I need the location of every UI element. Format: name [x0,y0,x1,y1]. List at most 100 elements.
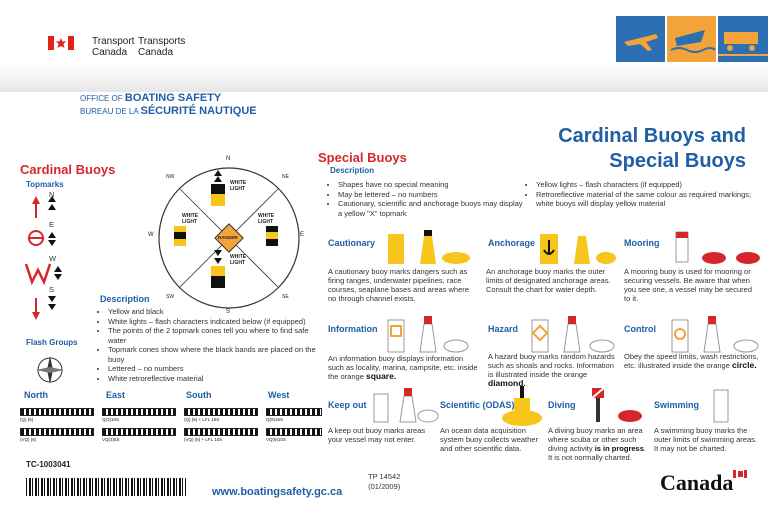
flash-code-east-1: Q(3)10S [102,417,120,422]
wordmark-flag-icon [733,470,747,478]
list-item: White lights – flash characters indicate… [108,317,328,327]
hazard-text: A hazard buoy marks random hazards such … [488,352,615,388]
compass-nw: NW [166,174,175,180]
cardinal-compass-diagram: N S E W NE NW SE SW WHITE LIGHT WHITE LI… [146,156,312,316]
marine-tile-icon [667,16,716,62]
flash-groups: North East South West (Q) (6) Q(3)10S (Q… [20,390,322,450]
control-head: Control [624,324,656,334]
barcode [26,478,186,496]
compass-sw: SW [166,294,175,300]
special-description-right: Yellow lights – flash characters (if equ… [528,180,756,209]
topmark-letter-s: S [49,285,55,294]
hazard-head: Hazard [488,324,519,334]
mooring-head: Mooring [624,238,660,248]
flash-code-north-2: (VQ) (6) [20,437,37,442]
direction-north: North [24,390,48,400]
special-description-left: Shapes have no special meaning May be le… [330,180,528,218]
compass-ne: NE [282,174,289,180]
swimming-text: A swimming buoy marks the outer limits o… [654,426,757,453]
keepout-text: A keep out buoy marks areas your vessel … [328,426,426,444]
list-item: Lettered – no numbers [108,364,328,374]
canada-flag-icon [48,36,74,50]
scientific-text: An ocean data acquisition system buoy co… [440,426,538,453]
direction-east: East [106,390,126,400]
danger-label: DANGER [218,235,238,240]
list-item: Yellow lights – flash characters (if equ… [536,180,756,190]
header-band [0,64,768,92]
information-buoys [387,316,469,353]
keepout-buoys [373,388,439,423]
direction-west: West [268,390,290,400]
flash-code-west-1: Q(9)15S [266,417,284,422]
anchorage-head: Anchorage [488,238,536,248]
control-text: Obey the speed limits, wash restrictions… [624,352,759,370]
compass-rose-icon [30,350,70,390]
list-item: Topmark cones show where the black bands… [108,345,328,364]
direction-south: South [186,390,212,400]
list-item: White retroreflective material [108,374,328,384]
light-strip-west [266,408,322,416]
flash-code-west-2: VQ(9)10S [266,437,287,442]
cardinal-description-head: Description [100,294,150,304]
diving-text: A diving buoy marks an area where scuba … [548,426,646,462]
list-item: Retroreflective material of the same col… [536,190,756,209]
tc-number: TC-1003041 [26,460,71,469]
special-title: Special Buoys [318,150,407,165]
topmark-letter-e: E [49,220,55,229]
control-buoys [671,316,759,353]
white-light-label-s: WHITE LIGHT [230,254,247,266]
office-name: OFFICE OF BOATING SAFETY BUREAU DE LA SÉ… [80,92,257,117]
light-strip-west-alt [266,428,322,436]
cardinal-description-list: Yellow and black White lights – flash ch… [100,307,328,383]
flash-code-east-2: VQ(3)5S [102,437,120,442]
swimming-head: Swimming [654,400,700,410]
information-head: Information [328,324,378,334]
mooring-text: A mooring buoy is used for mooring or se… [624,267,752,303]
list-item: Cautionary, scientific and anchorage buo… [338,199,528,218]
compass-s: S [226,309,231,315]
compass-e: E [300,232,305,238]
odas-buoy [502,386,542,426]
cautionary-buoys [388,230,470,264]
diving-head: Diving [548,400,576,410]
rail-tile-icon [718,16,768,62]
scientific-head: Scientific (ODAS) [440,400,515,410]
diving-buoys [591,387,642,422]
keepout-head: Keep out [328,400,367,410]
white-light-label-e: WHITE LIGHT [258,213,275,225]
compass-circle [158,167,300,309]
compass-se: SE [282,294,289,300]
light-strip-south-alt [184,428,258,436]
anchorage-buoys [540,234,616,264]
topmark-letter-n: N [49,190,55,199]
mooring-buoys [675,231,760,264]
special-description-head: Description [330,166,375,175]
flash-code-south-1: (Q) (6) + LFL 15S [184,417,220,422]
compass-n: N [226,156,231,162]
list-item: Yellow and black [108,307,328,317]
cautionary-head: Cautionary [328,238,376,248]
cardinal-title: Cardinal Buoys [20,162,116,177]
list-item: May be lettered – no numbers [338,190,528,200]
south-buoy [211,250,225,288]
topmark-symbols [24,196,62,320]
website-link[interactable]: www.boatingsafety.gc.ca [212,486,343,498]
canada-wordmark: Canada [660,470,734,495]
compass-w: W [148,232,154,238]
topmark-letter-w: W [49,254,57,263]
tp-number: TP 14542(01/2009) [368,472,401,491]
information-text: An information buoy displays information… [328,354,478,381]
east-buoy [266,226,278,246]
swimming-buoy [713,389,729,423]
white-light-label-n: WHITE LIGHT [230,180,247,192]
west-buoy [174,226,186,246]
topmarks-label: Topmarks [26,180,64,189]
north-buoy [211,170,225,206]
list-item: The points of the 2 topmark cones tell y… [108,326,328,345]
white-light-label-w: WHITE LIGHT [182,213,199,225]
hazard-buoys [531,316,615,353]
anchorage-text: An anchorage buoy marks the outer limits… [486,267,611,294]
